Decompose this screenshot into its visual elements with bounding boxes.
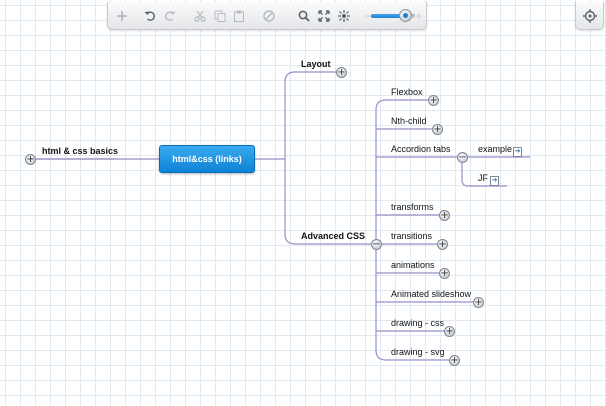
node-drawing-svg[interactable]: drawing - svg	[391, 347, 445, 357]
compass-icon	[582, 8, 597, 23]
expand-toggle-layout[interactable]: +	[336, 67, 347, 78]
node-advanced-css[interactable]: Advanced CSS	[301, 231, 366, 241]
node-flexbox[interactable]: Flexbox	[391, 87, 423, 97]
node-accordion-tabs[interactable]: Accordion tabs	[391, 144, 451, 154]
crosshair-icon	[338, 10, 350, 22]
undo-icon	[144, 11, 156, 21]
expand-toggle-transitions[interactable]: +	[437, 239, 448, 250]
expand-toggle-flexbox[interactable]: +	[428, 95, 439, 106]
node-jf[interactable]: JF	[478, 173, 488, 183]
connector-layout	[284, 71, 341, 159]
expand-toggle-nth-child[interactable]: +	[432, 124, 443, 135]
expand-toggle-slideshow[interactable]: +	[473, 297, 484, 308]
node-nth-child[interactable]: Nth-child	[391, 116, 427, 126]
no-entry-icon	[263, 10, 275, 22]
node-animations[interactable]: animations	[391, 260, 435, 270]
paste-button[interactable]	[229, 2, 249, 30]
expand-toggle-transforms[interactable]: +	[439, 210, 450, 221]
center-map-button[interactable]	[334, 2, 354, 30]
redo-button[interactable]	[160, 2, 180, 30]
expand-toggle-basics[interactable]: +	[25, 154, 36, 165]
expand-toggle-drawing-css[interactable]: +	[444, 326, 455, 337]
plus-icon	[117, 11, 127, 21]
zoom-in-button[interactable]: +	[409, 2, 429, 30]
node-animated-slideshow[interactable]: Animated slideshow	[391, 289, 472, 299]
connector-advanced	[284, 159, 376, 245]
navigator-button[interactable]	[575, 2, 604, 30]
redo-icon	[164, 11, 176, 21]
fit-to-screen-button[interactable]	[314, 2, 334, 30]
expand-toggle-drawing-svg[interactable]: +	[449, 355, 460, 366]
collapse-toggle-advanced[interactable]: −	[371, 239, 382, 250]
connector-flexbox	[375, 99, 433, 244]
copy-button[interactable]	[210, 2, 230, 30]
node-html-css-basics[interactable]: html & css basics	[42, 146, 119, 156]
zoom-slider-thumb[interactable]	[399, 9, 413, 22]
fit-screen-icon	[318, 10, 330, 22]
node-layout[interactable]: Layout	[301, 59, 331, 69]
collapse-toggle-accordion[interactable]: −	[457, 152, 468, 163]
node-drawing-css[interactable]: drawing - css	[391, 318, 445, 328]
add-node-button[interactable]	[112, 2, 132, 30]
scissors-icon	[194, 10, 206, 22]
delete-button[interactable]	[259, 2, 279, 30]
node-example[interactable]: example	[478, 144, 513, 154]
expand-toggle-animations[interactable]: +	[439, 268, 450, 279]
minus-icon: −	[364, 9, 372, 23]
link-icon[interactable]: ➔	[513, 147, 522, 157]
node-transforms[interactable]: transforms	[391, 202, 434, 212]
main-toolbar: − +	[107, 2, 427, 30]
connector-jf	[461, 157, 507, 187]
undo-button[interactable]	[140, 2, 160, 30]
clipboard-icon	[234, 10, 244, 22]
search-icon	[298, 10, 310, 22]
zoom-slider-fill	[371, 14, 406, 18]
zoom-slider[interactable]	[371, 9, 415, 22]
connector-svg	[375, 244, 454, 361]
plus-icon: +	[415, 9, 423, 23]
zoom-out-button[interactable]: −	[358, 2, 378, 30]
central-node[interactable]: html&css (links)	[159, 145, 255, 173]
cut-button[interactable]	[190, 2, 210, 30]
search-button[interactable]	[294, 2, 314, 30]
link-icon[interactable]: ➔	[490, 176, 499, 186]
node-transitions[interactable]: transitions	[391, 231, 433, 241]
copy-icon	[214, 10, 226, 22]
